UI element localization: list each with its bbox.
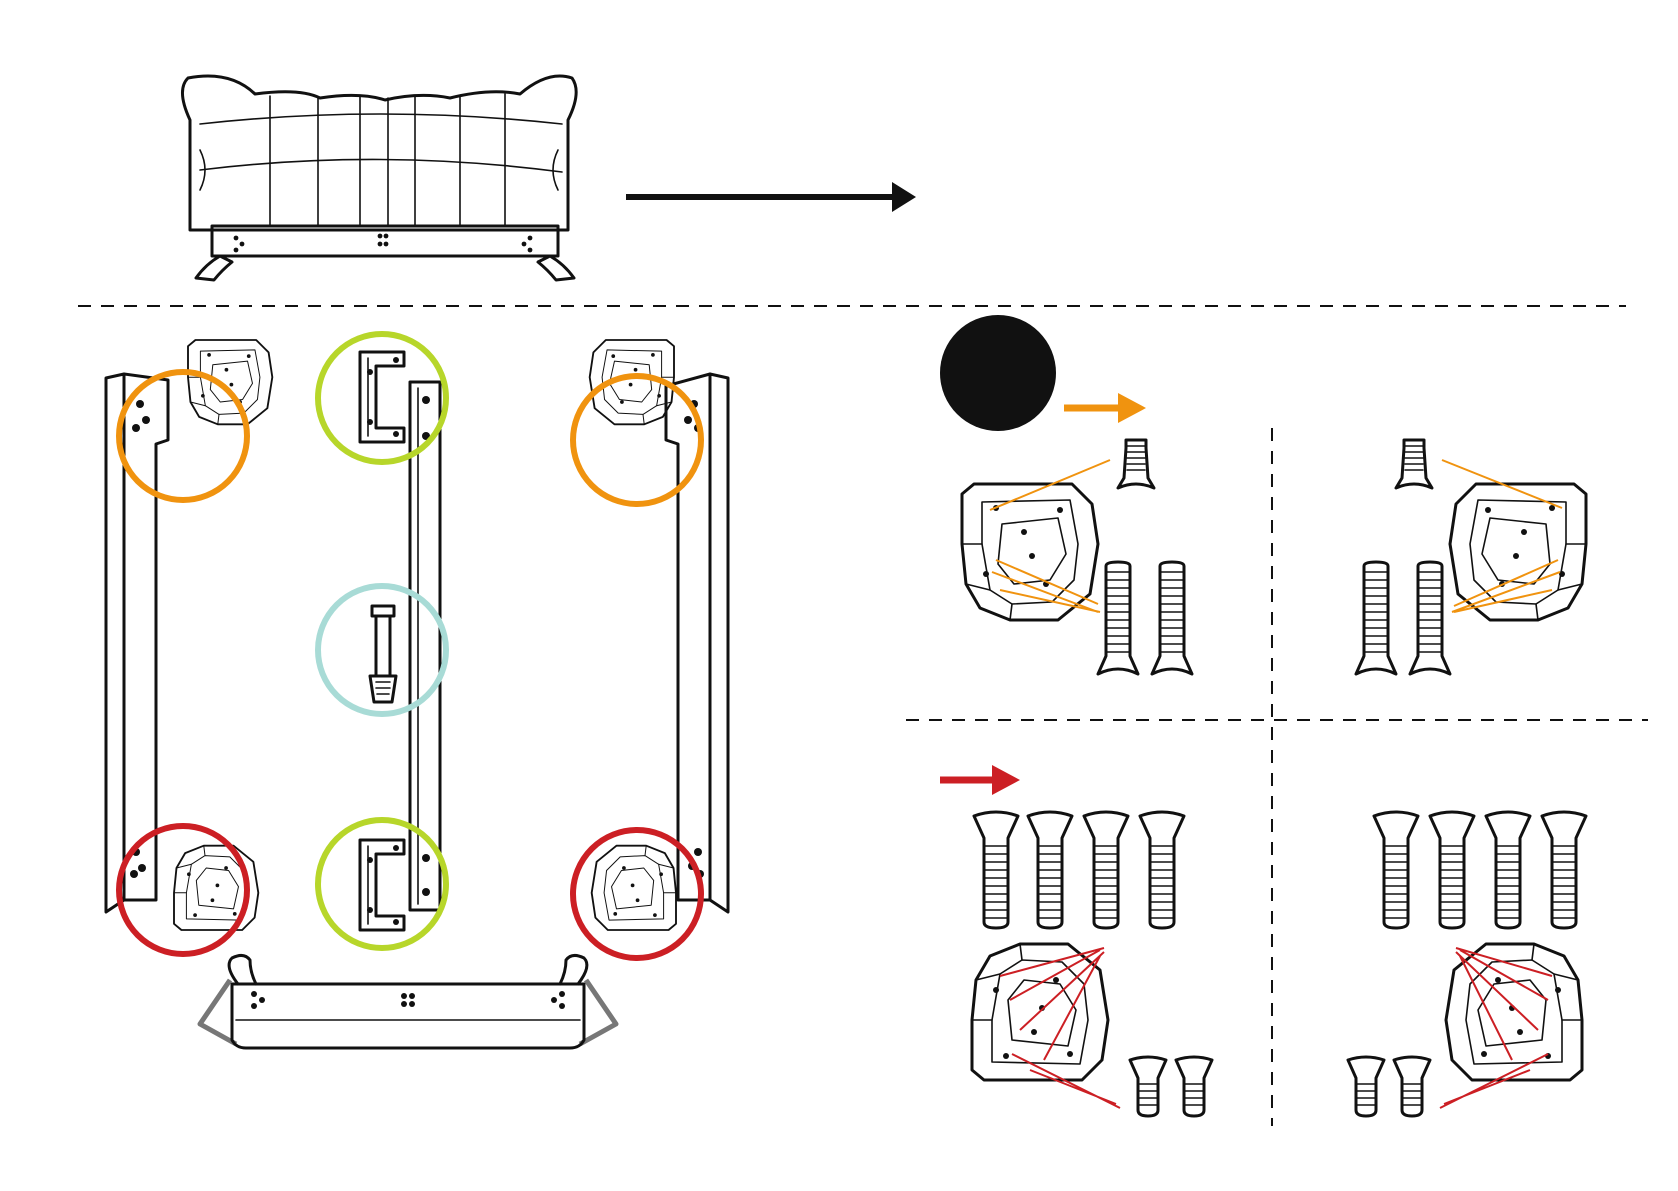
corner-bracket-icon	[188, 340, 272, 424]
short-screw-icon	[1176, 1057, 1212, 1116]
corner-bracket-icon	[592, 846, 676, 930]
red-callout-bottom-left	[119, 826, 247, 954]
sofa-base-front-icon	[200, 955, 616, 1048]
corner-bracket-icon	[962, 484, 1098, 620]
flat-bracket-icon	[360, 352, 404, 442]
hardware-detail-panel	[906, 315, 1648, 1126]
thick-screw-icon	[1374, 812, 1418, 928]
thick-screw-icon	[1084, 812, 1128, 928]
long-screw-icon	[1152, 562, 1192, 674]
orange-callout-top-left	[119, 372, 247, 500]
orange-callout-top-right	[573, 376, 701, 504]
short-screw-icon	[1396, 440, 1432, 488]
long-screw-icon	[1098, 562, 1138, 674]
long-screw-icon	[1410, 562, 1450, 674]
sofa-front-view-icon	[182, 76, 576, 280]
thick-screw-icon	[1140, 812, 1184, 928]
thick-screw-icon	[1486, 812, 1530, 928]
thick-screw-icon	[974, 812, 1018, 928]
thick-screw-icon	[1028, 812, 1072, 928]
short-screw-icon	[1348, 1057, 1384, 1116]
frame-assembly-diagram	[106, 334, 728, 1048]
step-number-disc	[940, 315, 1056, 431]
flat-bracket-icon	[360, 840, 404, 930]
short-screw-icon	[1118, 440, 1154, 488]
short-screw-icon	[1394, 1057, 1430, 1116]
short-screw-icon	[1130, 1057, 1166, 1116]
arrow-right-icon	[626, 182, 916, 212]
thick-screw-icon	[1542, 812, 1586, 928]
red-arrow-icon	[940, 765, 1020, 795]
leg-icon	[370, 606, 396, 702]
long-screw-icon	[1356, 562, 1396, 674]
thick-screw-icon	[1430, 812, 1474, 928]
orange-arrow-icon	[1064, 393, 1146, 423]
